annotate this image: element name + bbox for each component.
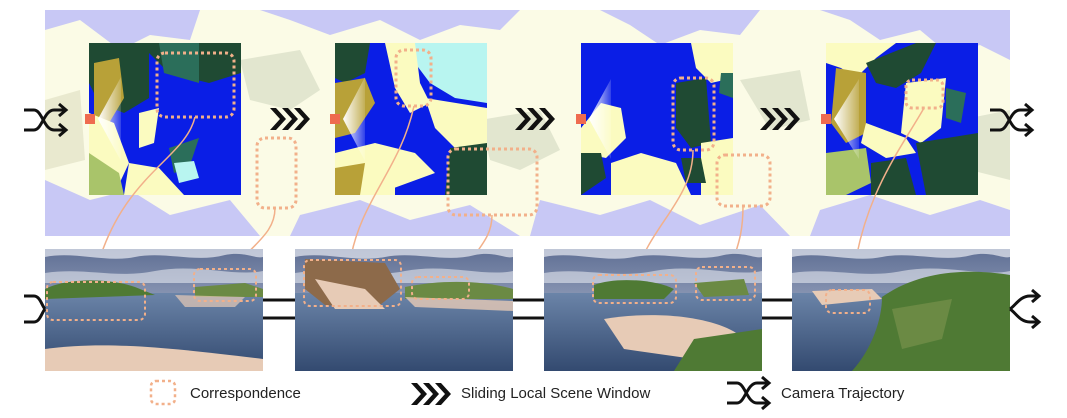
camera-fov-cone	[834, 79, 859, 159]
camera-fov-cone	[589, 79, 611, 159]
legend: Correspondence Sliding Local Scene Windo…	[149, 375, 905, 411]
legend-trajectory: Camera Trajectory	[781, 385, 905, 402]
local-window-4	[821, 43, 978, 195]
local-window-1	[85, 43, 241, 195]
panorama-4	[792, 249, 1010, 371]
shuffle-arrows-icon	[725, 375, 771, 411]
shuffle-arrows-icon	[24, 294, 47, 324]
camera-fov-cone	[98, 77, 121, 161]
shuffle-arrows-icon	[1009, 288, 1042, 330]
dotted-rounded-box-icon	[149, 379, 177, 406]
camera-marker	[85, 114, 95, 124]
trajectory-links	[263, 298, 792, 320]
legend-window: Sliding Local Scene Window	[461, 385, 650, 402]
camera-marker	[821, 114, 831, 124]
panorama-3	[544, 249, 762, 371]
correspondence-connectors	[94, 105, 925, 289]
camera-fov-cone	[343, 77, 365, 161]
local-window-2	[330, 43, 487, 195]
local-window-3	[576, 43, 733, 195]
camera-marker	[330, 114, 340, 124]
map-correspondence-boxes	[155, 48, 945, 217]
camera-marker	[576, 114, 586, 124]
triple-chevron-right-icon	[411, 383, 451, 405]
panorama-2	[295, 249, 513, 371]
legend-correspondence: Correspondence	[190, 385, 301, 402]
panorama-1	[45, 249, 263, 371]
